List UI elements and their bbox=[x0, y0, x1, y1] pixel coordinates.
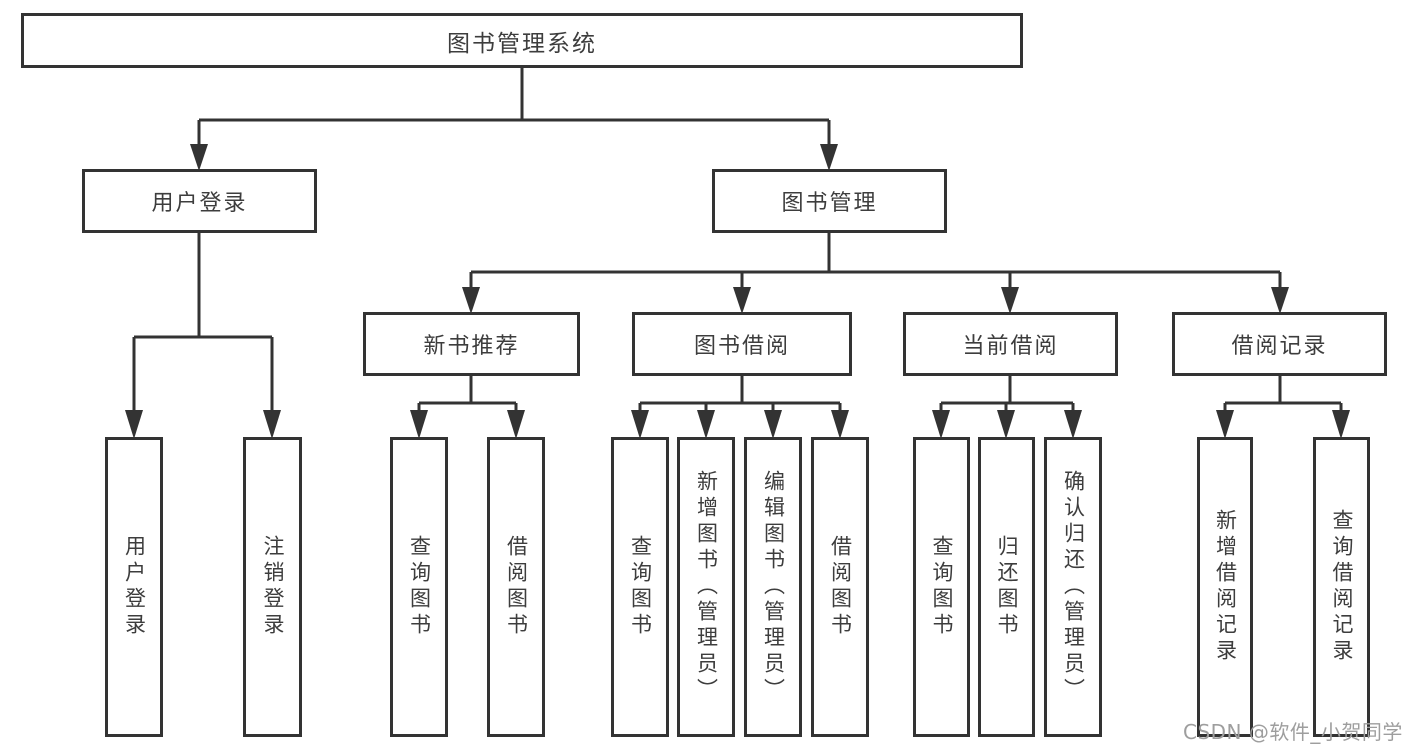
leaf-label: 用户登录 bbox=[122, 535, 147, 639]
leaf-label: 查询图书 bbox=[930, 535, 954, 639]
node-leaf-add-borrow-record: 新增借阅记录 bbox=[1197, 437, 1253, 737]
node-leaf-logout: 注销登录 bbox=[243, 437, 302, 737]
node-leaf-query-book-borrow: 查询图书 bbox=[611, 437, 669, 737]
node-leaf-query-book-current: 查询图书 bbox=[913, 437, 970, 737]
node-current-borrow: 当前借阅 bbox=[903, 312, 1118, 376]
leaf-label: 归还图书 bbox=[995, 535, 1019, 639]
node-leaf-edit-book-admin: 编辑图书（管理员） bbox=[744, 437, 802, 737]
leaf-label: 借阅图书 bbox=[828, 535, 853, 639]
leaf-label: 查询借阅记录 bbox=[1330, 509, 1354, 665]
node-leaf-borrow-book-recommend: 借阅图书 bbox=[487, 437, 545, 737]
node-leaf-add-book-admin: 新增图书（管理员） bbox=[677, 437, 735, 737]
node-leaf-user-login: 用户登录 bbox=[105, 437, 163, 737]
csdn-watermark: CSDN @软件_小贺同学 bbox=[1183, 720, 1403, 744]
node-book-management: 图书管理 bbox=[712, 169, 947, 233]
leaf-label: 编辑图书（管理员） bbox=[761, 470, 786, 704]
node-borrow-records: 借阅记录 bbox=[1172, 312, 1387, 376]
leaf-label: 查询图书 bbox=[407, 535, 432, 639]
node-new-book-recommend: 新书推荐 bbox=[363, 312, 580, 376]
node-leaf-confirm-return-admin: 确认归还（管理员） bbox=[1044, 437, 1102, 737]
node-leaf-query-book-recommend: 查询图书 bbox=[390, 437, 448, 737]
node-leaf-return-book: 归还图书 bbox=[978, 437, 1035, 737]
leaf-label: 借阅图书 bbox=[504, 535, 529, 639]
leaf-label: 新增图书（管理员） bbox=[694, 470, 719, 704]
node-leaf-query-borrow-record: 查询借阅记录 bbox=[1313, 437, 1370, 737]
node-book-borrow: 图书借阅 bbox=[632, 312, 852, 376]
leaf-label: 注销登录 bbox=[261, 535, 285, 639]
leaf-label: 查询图书 bbox=[628, 535, 653, 639]
node-user-login: 用户登录 bbox=[82, 169, 317, 233]
node-root-system: 图书管理系统 bbox=[21, 13, 1023, 68]
node-leaf-borrow-book: 借阅图书 bbox=[811, 437, 869, 737]
leaf-label: 确认归还（管理员） bbox=[1061, 470, 1086, 704]
leaf-label: 新增借阅记录 bbox=[1213, 509, 1238, 665]
